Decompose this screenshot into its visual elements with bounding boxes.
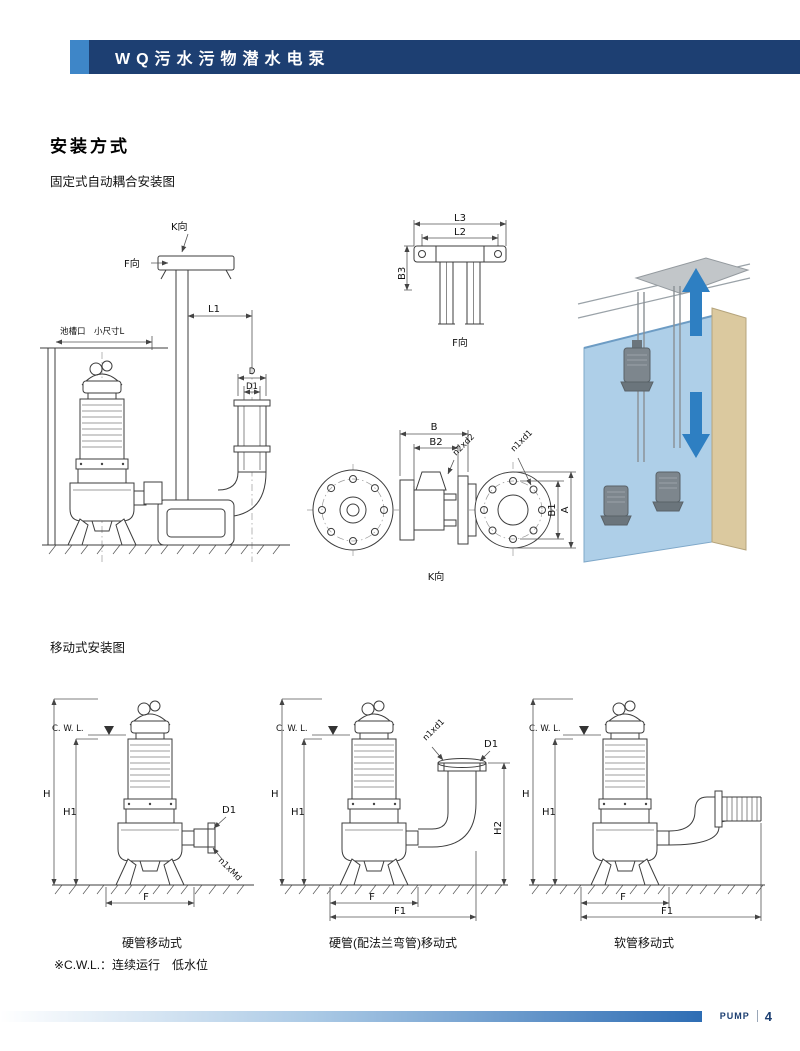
fixed-subtitle: 固定式自动耦合安装图 — [50, 175, 176, 189]
mobile-pump-rigid-drawing: C. W. L. H H1 D1 n1xMd F — [43, 698, 254, 907]
down-arrow-icon — [682, 392, 710, 458]
caption-flanged-elbow: 硬管(配法兰弯管)移动式 — [329, 936, 457, 950]
h1-dim-label: H1 — [542, 807, 556, 818]
d1-dim-label: D1 — [484, 739, 498, 750]
f-dim-label: F — [143, 892, 149, 903]
coupling-k-view-label: K向 — [428, 570, 445, 583]
caption-rigid-pipe: 硬管移动式 — [121, 936, 182, 950]
d-dim-label: D — [249, 367, 256, 377]
f1-dim-label: F1 — [661, 906, 673, 917]
n2xd2-label: n2xd2 — [451, 432, 477, 458]
page-title: WQ污水污物潜水电泵 — [115, 51, 331, 68]
b3-dim-label: B3 — [397, 267, 408, 280]
b1-dim-label: B1 — [547, 503, 558, 516]
footer-divider — [756, 1010, 758, 1022]
tank-opening-label: 池槽口 小尺寸L — [60, 326, 125, 337]
f-dim-label: F — [369, 892, 375, 903]
f1-dim-label: F1 — [394, 906, 406, 917]
n1xd1-label: n1xd1 — [509, 428, 535, 454]
caption-hose: 软管移动式 — [613, 936, 674, 950]
k-view-label: K向 — [171, 220, 188, 233]
f-view-label: F向 — [124, 257, 140, 270]
h1-dim-label: H1 — [63, 807, 77, 818]
f-dim-label: F — [620, 892, 626, 903]
l1-dim-label: L1 — [208, 304, 220, 315]
cwl-label: C. W. L. — [529, 724, 561, 734]
mobile-pump-elbow-drawing: C. W. L. H H1 n1xd1 D1 H2 F F1 — [271, 698, 510, 921]
section-title: 安装方式 — [50, 137, 130, 156]
d1-dim-label: D1 — [246, 382, 258, 392]
cwl-label: C. W. L. — [52, 724, 84, 734]
page-header: WQ污水污物潜水电泵 — [70, 40, 800, 74]
header-accent-block — [70, 40, 89, 74]
installation-illustration — [577, 257, 751, 563]
fixed-installation-drawing: K向 F向 L1 池槽口 小尺寸L D D1 — [40, 220, 290, 562]
n1xmd-label: n1xMd — [216, 856, 243, 883]
b2-dim-label: B2 — [429, 437, 442, 448]
h-dim-label: H — [43, 789, 51, 800]
n1xd1-label: n1xd1 — [421, 717, 447, 743]
bracket-f-view-label: F向 — [452, 336, 468, 349]
footer-brand: PUMP — [719, 1011, 750, 1021]
h1-dim-label: H1 — [291, 807, 305, 818]
h-dim-label: H — [271, 789, 279, 800]
b-dim-label: B — [431, 422, 438, 433]
mobile-subtitle: 移动式安装图 — [50, 641, 126, 655]
a-dim-label: A — [560, 506, 571, 513]
mobile-pump-hose-drawing: C. W. L. H H1 F F1 — [522, 698, 765, 921]
l2-dim-label: L2 — [454, 227, 466, 238]
cwl-note: ※C.W.L.：连续运行 低水位 — [54, 958, 209, 972]
header-bar: WQ污水污物潜水电泵 — [89, 40, 800, 74]
up-arrow-icon — [682, 268, 710, 336]
page-footer: PUMP 4 — [0, 1008, 800, 1024]
coupling-view-drawing: B B2 n2xd2 n1xd1 B1 A K向 — [307, 422, 576, 583]
page-number: 4 — [764, 1008, 772, 1024]
bracket-view-drawing: L3 L2 B3 F向 — [397, 213, 507, 349]
h2-dim-label: H2 — [493, 821, 504, 835]
d1-dim-label: D1 — [222, 805, 236, 816]
l3-dim-label: L3 — [454, 213, 466, 224]
cwl-label: C. W. L. — [276, 724, 308, 734]
h-dim-label: H — [522, 789, 530, 800]
footer-gradient-bar — [0, 1011, 702, 1022]
